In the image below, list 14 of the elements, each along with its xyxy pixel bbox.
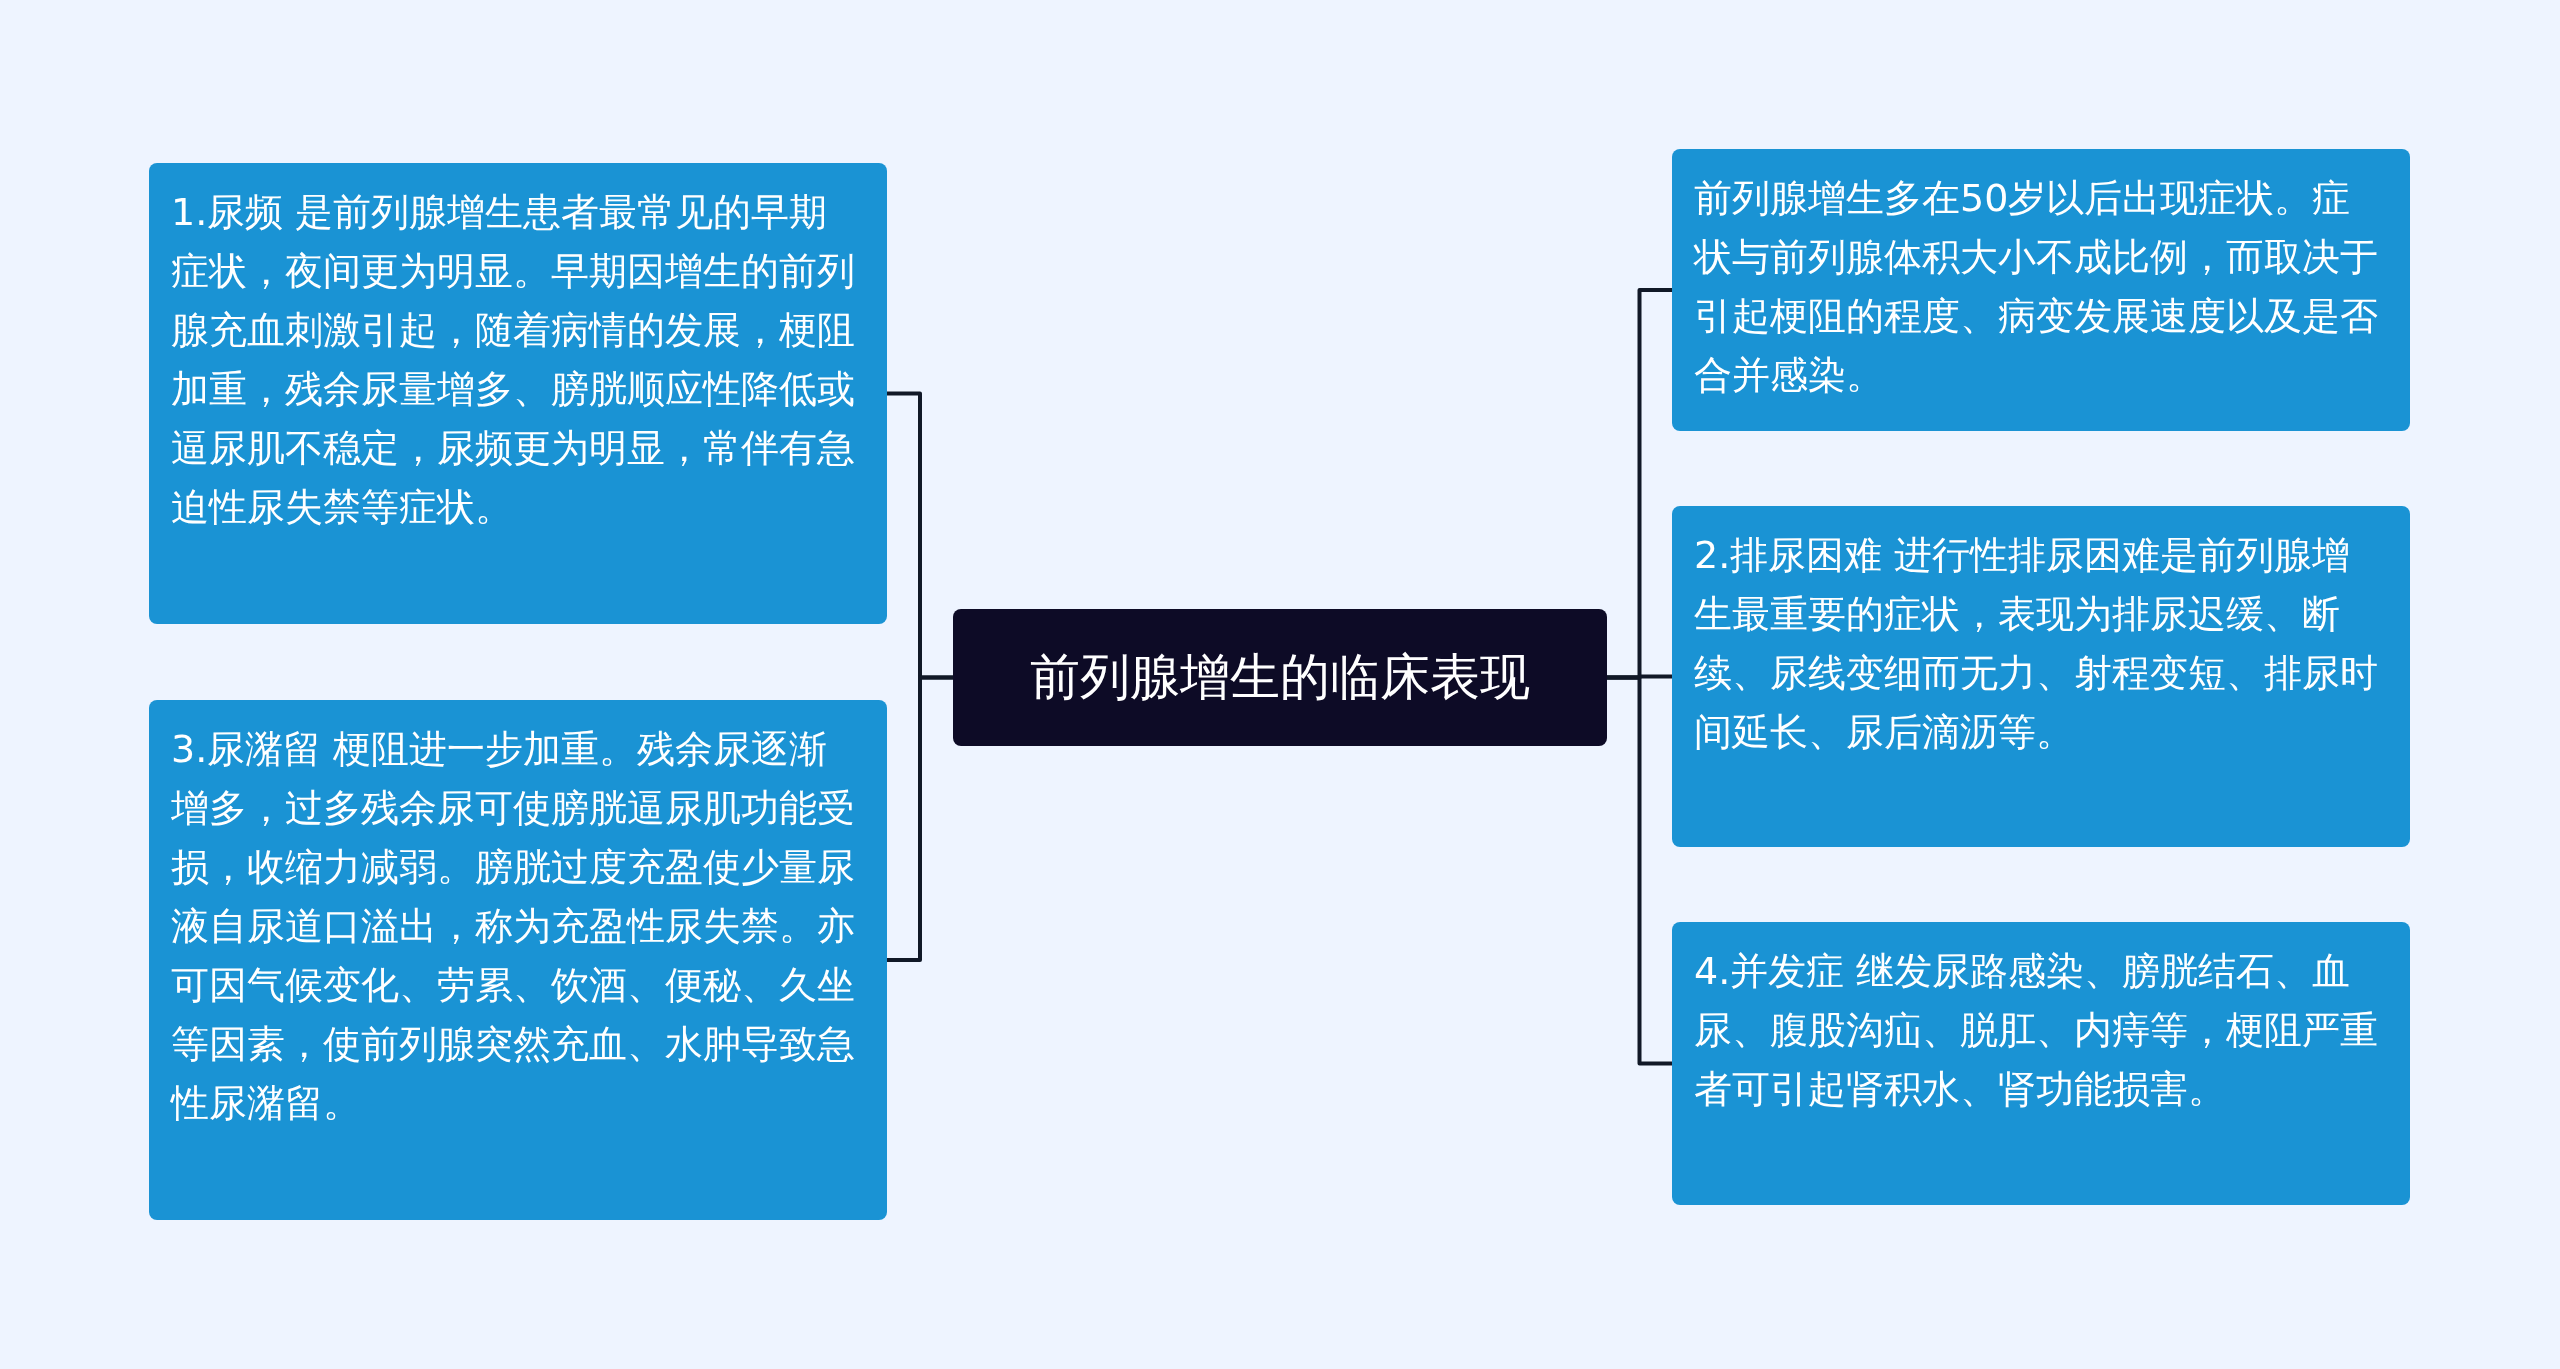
topic-card: [1672, 922, 2410, 1205]
topic-text: 3.尿潴留 梗阻进一步加重。残余尿逐渐增多，过多残余尿可使膀胱逼尿肌功能受损，收缩力减弱。膀胱过度充盈使少量尿液自尿道口溢出，称为充盈性尿失禁。亦可因气候变化、劳累、饮酒、便秘、久坐等因素，使前列腺突然充血、水肿导致急性尿潴留。: [171, 727, 855, 1125]
topic-card: [1672, 506, 2410, 847]
topic-text: 前列腺增生多在50岁以后出现症状。症状与前列腺体积大小不成比例，而取决于引起梗阻的程度、病变发展速度以及是否合并感染。: [1694, 176, 2378, 397]
topic-text: 1.尿频 是前列腺增生患者最常见的早期症状，夜间更为明显。早期因增生的前列腺充血刺激引起，随着病情的发展，梗阻加重，残余尿量增多、膀胱顺应性降低或逼尿肌不稳定，尿频更为明显，常伴有急迫性尿失禁等症状。: [171, 190, 855, 529]
topic-text: 4.并发症 继发尿路感染、膀胱结石、血尿、腹股沟疝、脱肛、内痔等，梗阻严重者可引起肾积水、肾功能损害。: [1694, 949, 2378, 1111]
topic-title: 前列腺增生的临床表现: [1030, 647, 1530, 708]
connector-line: [1607, 675, 1672, 1066]
topic-card: [149, 163, 887, 624]
topic-text: 2.排尿困难 进行性排尿困难是前列腺增生最重要的症状，表现为排尿迟缓、断续、尿线变细而无力、射程变短、排尿时间延长、尿后滴沥等。: [1694, 533, 2378, 754]
topic-card: [149, 700, 887, 1220]
central-topic: [953, 609, 1607, 746]
connector-line: [887, 675, 953, 962]
topic-card: [1672, 149, 2410, 431]
